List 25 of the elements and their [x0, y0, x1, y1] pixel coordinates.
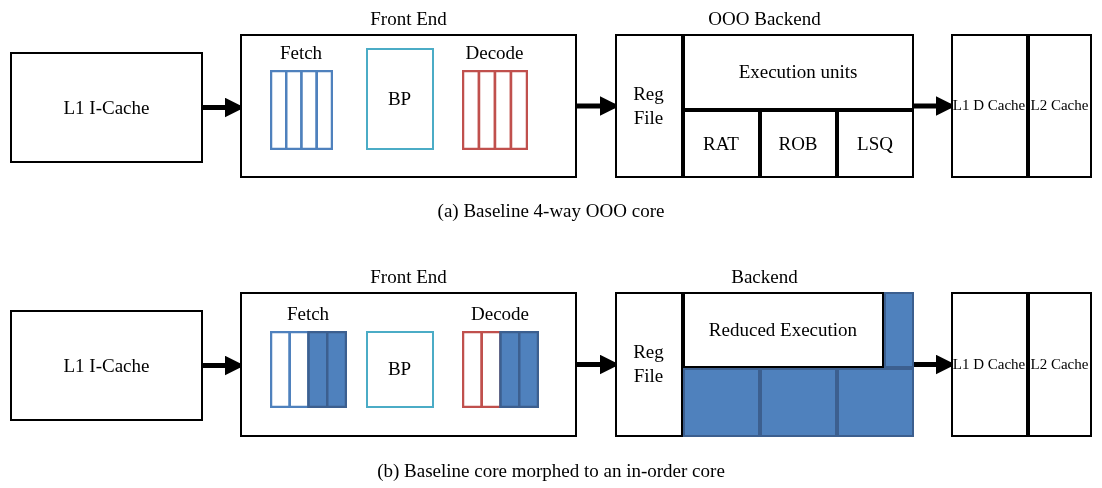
unit-block: L1 I-Cache: [10, 310, 203, 421]
unit-block: L1 D Cache: [950, 291, 1028, 437]
unit-block: L1 D Cache: [950, 33, 1028, 178]
frame-heading: Backend: [730, 266, 799, 288]
stage-label: Decode: [464, 41, 525, 64]
unit-block: Reduced Execution: [682, 291, 884, 368]
predictor-block: BP: [365, 330, 434, 408]
unit-block: L1 I-Cache: [10, 52, 203, 163]
stage-label: Fetch: [285, 302, 331, 325]
filled-block: [759, 367, 837, 437]
unit-block: LSQ: [836, 109, 914, 178]
unit-block: ROB: [759, 109, 837, 178]
filled-block: [836, 367, 914, 437]
frame-heading: Front End: [369, 8, 448, 30]
figure-caption: (b) Baseline core morphed to an in-order core: [376, 460, 726, 482]
filled-block: [682, 367, 760, 437]
frame-heading: Front End: [369, 266, 448, 288]
figure-caption: (a) Baseline 4-way OOO core: [436, 200, 666, 222]
frame-heading: OOO Backend: [707, 8, 822, 30]
stage-label: Fetch: [278, 41, 324, 64]
unit-block: RAT: [682, 109, 760, 178]
stage-label: Decode: [470, 302, 530, 325]
unit-block: Execution units: [682, 33, 914, 110]
filled-block: [883, 291, 914, 368]
predictor-block: BP: [365, 47, 434, 150]
